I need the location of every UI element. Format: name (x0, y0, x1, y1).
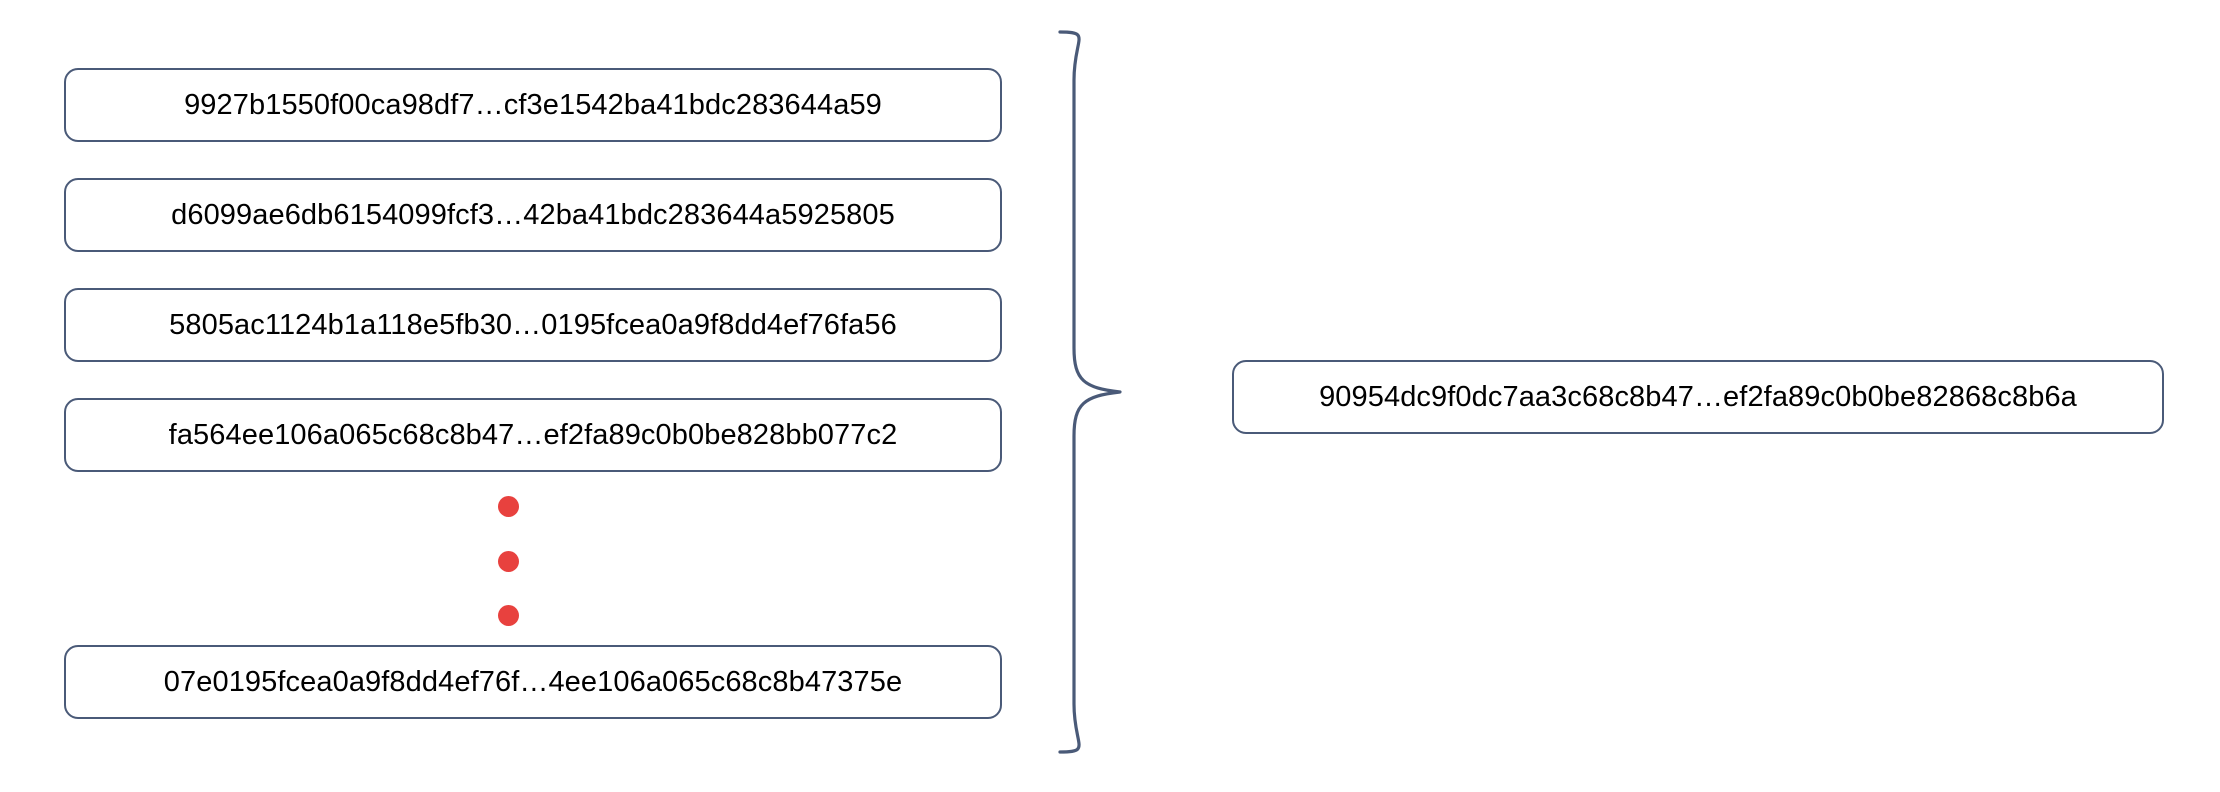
output-hash-label: 90954dc9f0dc7aa3c68c8b47…ef2fa89c0b0be82… (1319, 380, 2077, 413)
input-hash-box-3: 5805ac1124b1a118e5fb30…0195fcea0a9f8dd4e… (64, 288, 1002, 362)
ellipsis-dot-2 (497, 550, 519, 572)
input-hash-label-1: 9927b1550f00ca98df7…cf3e1542ba41bdc28364… (184, 88, 882, 121)
input-hash-label-3: 5805ac1124b1a118e5fb30…0195fcea0a9f8dd4e… (169, 308, 897, 341)
grouping-brace-icon (1048, 28, 1134, 756)
input-hash-box-2: d6099ae6db6154099fcf3…42ba41bdc283644a59… (64, 178, 1002, 252)
input-hash-box-5: 07e0195fcea0a9f8dd4ef76f…4ee106a065c68c8… (64, 645, 1002, 719)
input-hash-box-4: fa564ee106a065c68c8b47…ef2fa89c0b0be828b… (64, 398, 1002, 472)
vertical-ellipsis-icon (495, 496, 521, 626)
output-hash-box: 90954dc9f0dc7aa3c68c8b47…ef2fa89c0b0be82… (1232, 360, 2164, 434)
ellipsis-dot-3 (497, 605, 519, 626)
ellipsis-dot-1 (497, 496, 519, 517)
input-hash-label-4: fa564ee106a065c68c8b47…ef2fa89c0b0be828b… (168, 418, 898, 451)
input-hash-label-2: d6099ae6db6154099fcf3…42ba41bdc283644a59… (171, 198, 895, 231)
input-hash-label-5: 07e0195fcea0a9f8dd4ef76f…4ee106a065c68c8… (163, 665, 903, 698)
input-hash-box-1: 9927b1550f00ca98df7…cf3e1542ba41bdc28364… (64, 68, 1002, 142)
